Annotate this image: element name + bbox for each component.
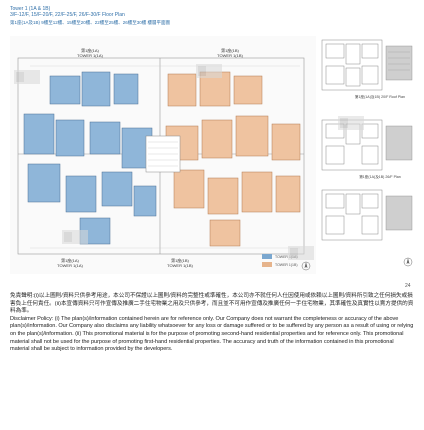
watermark-logo-icon xyxy=(196,64,222,78)
tower-1b-units xyxy=(165,71,301,247)
side-floor-plans: 第1座(1A)及1B) 20/F Roof Plan 第1座(1A)及1B) 2… xyxy=(321,39,413,267)
side-plan-2-caption: 第1座(1A)及1B) 26/F Plan xyxy=(359,174,401,179)
disclaimer: 免責聲明:(i)以上圖則/資料只供參考用途，本公司不保證以上圖則/資料的完整性或… xyxy=(10,293,414,354)
legend-label-1a: TOWER 1(1A) xyxy=(275,255,298,259)
side-plan-1: 第1座(1A)及1B) 20/F Roof Plan xyxy=(321,39,413,99)
tower-1a-label-bottom: 第1座(1A) xyxy=(61,257,79,263)
legend-swatch-1a xyxy=(262,254,272,259)
page-number: 24 xyxy=(405,283,411,289)
side-plan-2: 第1座(1A)及1B) 26/F Plan xyxy=(321,119,413,179)
legend-label-1b: TOWER 1(1B) xyxy=(275,263,298,267)
watermark-logo-icon xyxy=(14,70,40,84)
tower-1a-label-bottom-en: TOWER 1(1A) xyxy=(57,263,83,268)
tower-1a-label-top-en: TOWER 1(1A) xyxy=(77,53,103,58)
tower-1b-label-top: 第1座(1B) xyxy=(221,47,239,53)
side-plan-3 xyxy=(321,189,413,267)
plan-legend: TOWER 1(1A) TOWER 1(1B) xyxy=(262,254,298,267)
tower-title: Tower 1 (1A & 1B) xyxy=(10,6,51,12)
watermark-logo-icon xyxy=(62,230,88,244)
compass-icon xyxy=(403,257,413,267)
tower-1a-label-top: 第1座(1A) xyxy=(81,47,99,53)
watermark-logo-icon xyxy=(288,246,314,260)
page-header: Tower 1 (1A & 1B) 3/F-12/F, 15/F-20/F, 2… xyxy=(10,6,310,26)
floors-title: 3/F-12/F, 15/F-20/F, 22/F-25/F, 26/F-30/… xyxy=(10,12,125,18)
disclaimer-en: Disclaimer Policy: (i) The plan(s)/infor… xyxy=(10,315,414,353)
tower-1b-label-top-en: TOWER 1(1B) xyxy=(217,53,243,58)
tower-1a-units xyxy=(23,71,157,245)
floor-plan-label: 第1座(1A及1B) 9樓至12樓、15樓至20樓、22樓至25樓、26樓至30… xyxy=(10,20,171,25)
main-floor-plan: 第1座(1A) TOWER 1(1A) 第1座(1B) TOWER 1(1B) … xyxy=(10,36,316,274)
tower-1b-label-bottom: 第1座(1B) xyxy=(171,257,189,263)
legend-swatch-1b xyxy=(262,262,272,267)
disclaimer-zh: 免責聲明:(i)以上圖則/資料只供參考用途，本公司不保證以上圖則/資料的完整性或… xyxy=(10,293,414,315)
north-arrow-icon xyxy=(301,261,311,271)
watermark-logo-icon xyxy=(338,116,364,130)
side-plan-1-caption: 第1座(1A)及1B) 20/F Roof Plan xyxy=(355,94,405,99)
tower-1b-label-bottom-en: TOWER 1(1B) xyxy=(167,263,193,268)
